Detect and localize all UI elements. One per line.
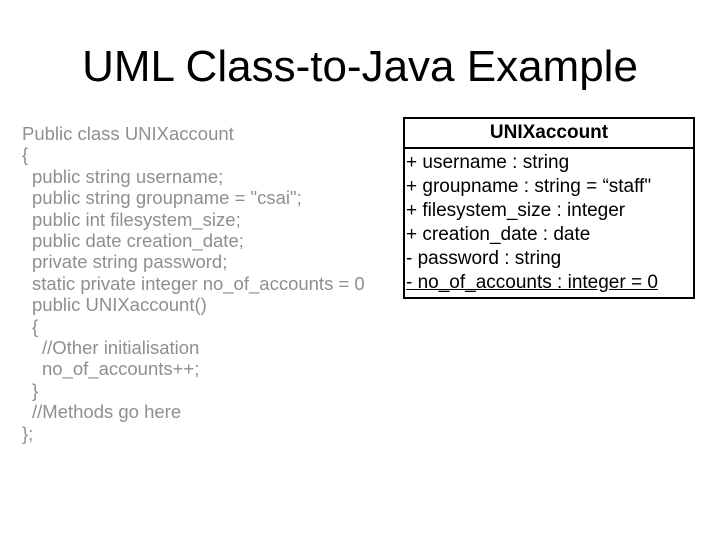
code-line: } (32, 379, 39, 401)
code-line: //Other initialisation (42, 337, 200, 359)
code-line: static private integer no_of_accounts = … (32, 272, 365, 294)
slide-title: UML Class-to-Java Example (82, 42, 638, 91)
uml-attribute: + filesystem_size : integer (406, 200, 626, 221)
code-line: private string password; (32, 251, 228, 273)
uml-attribute: + creation_date : date (406, 224, 591, 245)
uml-class-name: UNIXaccount (405, 119, 693, 149)
code-line: no_of_accounts++; (42, 358, 200, 380)
code-line: //Methods go here (32, 401, 182, 423)
code-line: { (32, 315, 39, 337)
code-line: public UNIXaccount() (32, 294, 207, 316)
uml-attribute: + username : string (406, 152, 570, 173)
code-line: public int filesystem_size; (32, 208, 241, 230)
code-line: public date creation_date; (32, 230, 244, 252)
code-line: public string username; (32, 165, 224, 187)
code-line: Public class UNIXaccount (22, 123, 234, 144)
code-line: { (22, 144, 29, 166)
uml-attribute: - no_of_accounts : integer = 0 (406, 272, 658, 293)
code-line: }; (22, 422, 34, 444)
uml-attribute: + groupname : string = “staff" (406, 176, 652, 197)
code-line: public string groupname = "csai"; (32, 187, 302, 209)
uml-class-box: UNIXaccount + username : string + groupna… (403, 117, 695, 299)
uml-attribute: - password : string (406, 248, 562, 269)
java-code-block: Public class UNIXaccount{public string u… (22, 123, 365, 444)
uml-attributes: + username : string + groupname : string … (405, 149, 693, 295)
